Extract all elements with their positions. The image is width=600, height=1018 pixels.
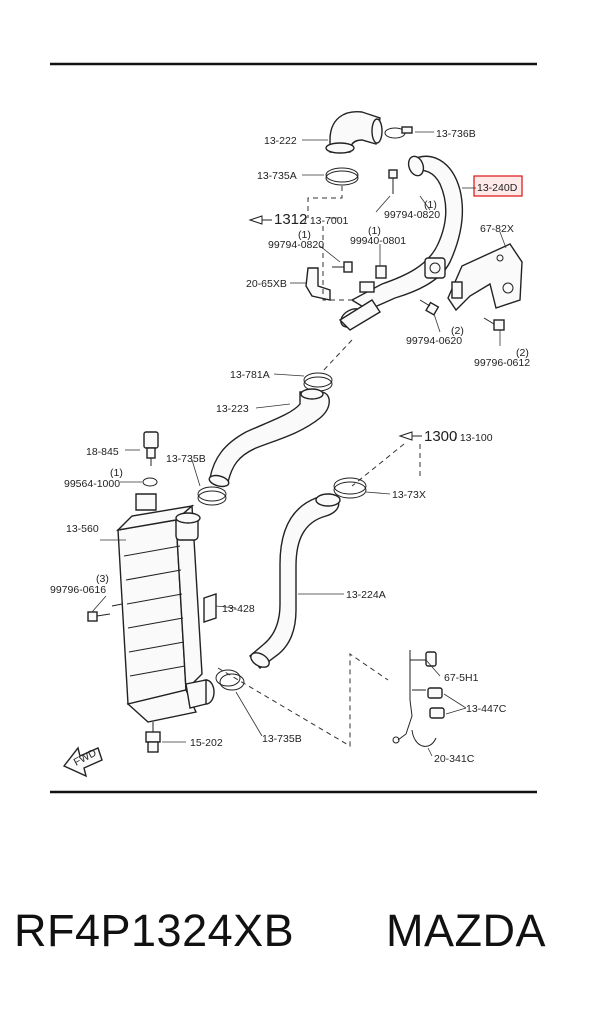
dash-line-lower-1 <box>351 443 405 487</box>
hose-13-224a <box>249 493 341 669</box>
label-qty-2-a: (2) <box>451 325 464 337</box>
clamp-13-735b-upper <box>197 486 227 506</box>
nut-99940-0801 <box>375 265 387 279</box>
label-99794-0620: 99794-0620 <box>406 335 462 347</box>
label-67-82x: 67-82X <box>480 223 514 235</box>
label-99794-0820-a: 99794-0820 <box>384 209 440 221</box>
clamp-13-735b-lower <box>215 669 245 691</box>
label-67-5h1: 67-5H1 <box>444 672 479 684</box>
label-plate-13-428 <box>203 593 217 623</box>
label-13-560: 13-560 <box>66 523 99 535</box>
highlight-box-13-240d <box>473 175 523 197</box>
label-qty-1-a: (1) <box>424 199 437 211</box>
label-13-735b-upper: 13-735B <box>166 453 206 465</box>
o-ring-99564-1000 <box>142 477 158 487</box>
label-15-202: 15-202 <box>190 737 223 749</box>
intercooler-13-560 <box>111 493 215 723</box>
label-13-223: 13-223 <box>216 403 249 415</box>
label-20-65xb: 20-65XB <box>246 278 287 290</box>
label-ref-13-100: / 13-100 <box>454 432 493 444</box>
label-qty-1-d: (1) <box>110 467 123 479</box>
harness-67-5h1 <box>392 650 445 747</box>
dash-line-upper-1 <box>307 186 343 218</box>
part-number: RF4P1324XB <box>14 905 295 956</box>
caption: RF4P1324XB MAZDA <box>0 905 600 975</box>
label-13-447c: 13-447C <box>466 703 507 715</box>
label-99564-1000: 99564-1000 <box>64 478 120 490</box>
clamp-13-781a <box>303 372 333 392</box>
bolt-99796-0616 <box>87 611 111 622</box>
bracket-20-65xb <box>305 267 331 301</box>
label-13-736b: 13-736B <box>436 128 476 140</box>
clamp-13-73x <box>333 477 367 499</box>
hose-elbow-13-222 <box>325 111 383 154</box>
brand-name: MAZDA <box>386 905 546 956</box>
reference-arrow-icon-1300 <box>398 431 422 441</box>
reference-arrow-icon-1312 <box>248 215 272 225</box>
metal-pipe-13-240d <box>338 155 464 331</box>
label-13-781a: 13-781A <box>230 369 270 381</box>
label-13-224a: 13-224A <box>346 589 386 601</box>
label-18-845: 18-845 <box>86 446 119 458</box>
dash-line-lower-3 <box>217 653 389 747</box>
label-99794-0820-b: 99794-0820 <box>268 239 324 251</box>
label-qty-1-b: (1) <box>298 229 311 241</box>
label-13-428: 13-428 <box>222 603 255 615</box>
dash-line-upper-3 <box>321 339 353 373</box>
bolt-99796-0612 <box>483 317 505 331</box>
drain-plug-15-202 <box>145 722 161 753</box>
bolt-99794-0820-left <box>332 261 353 273</box>
forward-arrow-icon: FWD <box>62 746 103 778</box>
label-13-73x: 13-73X <box>392 489 426 501</box>
clamp-13-735a <box>325 167 359 186</box>
label-13-240d: 13-240D <box>477 182 518 194</box>
label-qty-1-c: (1) <box>368 225 381 237</box>
label-ref-1300: 1300 <box>424 428 457 445</box>
label-99940-0801: 99940-0801 <box>350 235 406 247</box>
label-99796-0612: 99796-0612 <box>474 357 530 369</box>
dash-line-upper-2 <box>322 226 352 301</box>
label-qty-3: (3) <box>96 573 109 585</box>
parts-diagram: FWD 13-222 13-736B 1 <box>50 62 537 794</box>
clamp-13-736b <box>384 126 413 139</box>
label-qty-2-b: (2) <box>516 347 529 359</box>
hose-13-223 <box>208 388 330 488</box>
label-13-735a: 13-735A <box>257 170 297 182</box>
label-99796-0616: 99796-0616 <box>50 584 106 596</box>
leader-lines <box>91 131 507 757</box>
label-13-222: 13-222 <box>264 135 297 147</box>
label-ref-13-7001: / 13-7001 <box>304 215 349 227</box>
bracket-67-82x <box>447 243 523 312</box>
label-13-735b-lower: 13-735B <box>262 733 302 745</box>
label-20-341c: 20-341C <box>434 753 475 765</box>
bolt-99794-0820-top <box>388 169 398 194</box>
bolt-99794-0620 <box>419 299 440 316</box>
label-ref-1312: 1312 <box>274 211 307 228</box>
sensor-18-845 <box>143 431 159 466</box>
